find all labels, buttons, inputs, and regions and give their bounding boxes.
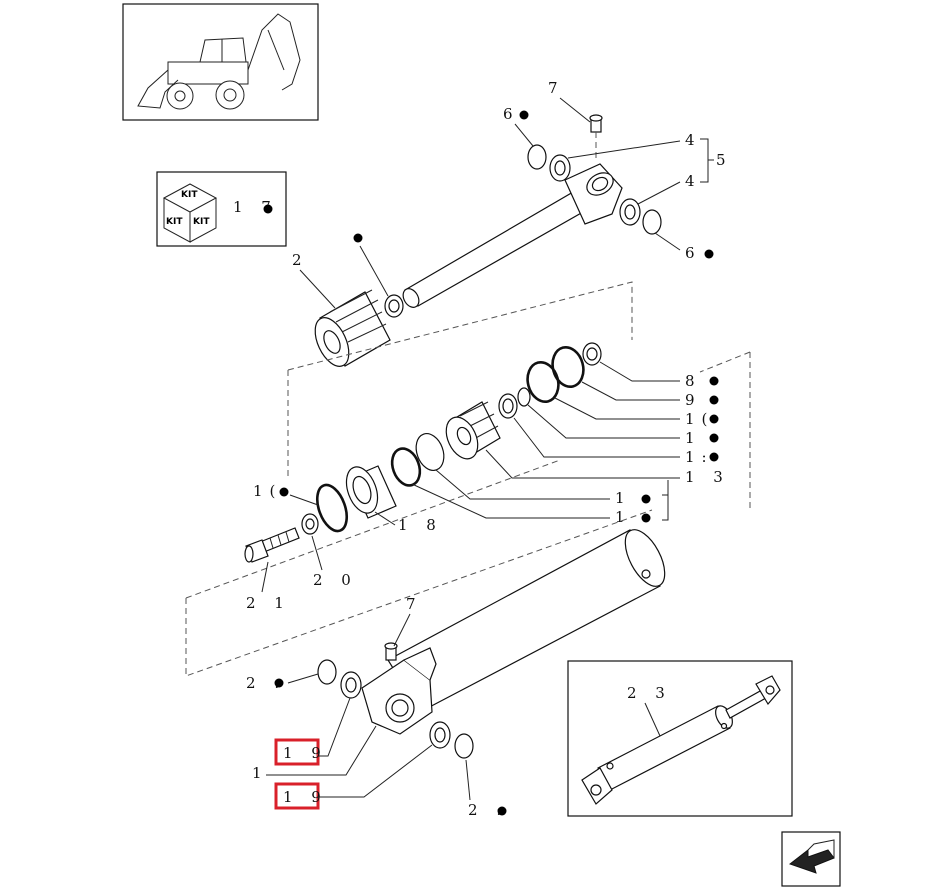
washer-20[interactable] — [301, 513, 319, 535]
highlight-box-19-lower — [274, 782, 320, 810]
bullet-dot-icon — [641, 513, 651, 523]
highlight-box-19-upper — [274, 738, 320, 766]
seal-8[interactable] — [582, 342, 602, 366]
o-ring-9[interactable] — [548, 344, 587, 390]
bullet-dot-icon — [519, 110, 529, 120]
label-9: 9 — [685, 391, 702, 409]
label-19-upper: 1 9 — [283, 744, 328, 762]
label-8: 8 — [685, 372, 702, 390]
label-1: 1 — [252, 764, 269, 782]
label-4-upper: 4 — [685, 131, 702, 149]
o-ring-15[interactable] — [387, 445, 424, 490]
piston-rod-part[interactable] — [400, 163, 623, 310]
label-15: 1 — [615, 508, 632, 526]
label-2: 2 — [292, 251, 309, 269]
bushing-4-right[interactable] — [619, 198, 641, 226]
ring-11[interactable] — [517, 387, 531, 407]
kit-legend: KIT KIT KIT 1 7 — [156, 171, 287, 247]
bullet-dot-icon — [709, 433, 719, 443]
label-12: 1: — [685, 448, 714, 466]
seal-22-right[interactable] — [454, 733, 474, 759]
label-11: 1 — [685, 429, 702, 447]
seal-18[interactable] — [341, 463, 397, 519]
label-6-bottom: 6 — [685, 244, 702, 262]
label-22-top: 2 : — [246, 674, 286, 692]
bullet-dot-icon — [353, 233, 363, 243]
label-23: 2 3 — [627, 684, 672, 702]
label-13: 1 3 — [685, 468, 730, 486]
label-10: 1( — [685, 410, 714, 428]
bullet-dot-icon — [709, 376, 719, 386]
label-7-bottom: 7 — [406, 595, 423, 613]
bullet-dot-icon — [497, 806, 507, 816]
label-6-top: 6 — [503, 105, 520, 123]
seal-6-left[interactable] — [527, 144, 547, 170]
bushing-4-left[interactable] — [549, 154, 571, 182]
seal-6-right[interactable] — [642, 209, 662, 235]
spacer-12[interactable] — [498, 393, 518, 419]
bullet-dot-icon — [274, 678, 284, 688]
seal-22-left[interactable] — [317, 659, 337, 685]
bullet-dot-icon — [263, 204, 273, 214]
bolt-21[interactable] — [244, 527, 300, 563]
bushing-19-right[interactable] — [429, 721, 451, 749]
label-14: 1 — [615, 489, 632, 507]
label-20: 2 0 — [313, 571, 358, 589]
label-7-top: 7 — [548, 79, 565, 97]
label-4-lower: 4 — [685, 172, 702, 190]
kit-left-text: KIT — [166, 217, 183, 227]
bullet-dot-icon — [279, 487, 289, 497]
complete-cylinder-inset[interactable] — [567, 660, 793, 817]
bullet-dot-icon — [709, 395, 719, 405]
label-17: 1 7 — [233, 198, 278, 216]
bullet-dot-icon — [704, 249, 714, 259]
o-ring-16[interactable] — [312, 481, 353, 535]
cylinder-barrel-part-1[interactable] — [361, 524, 673, 735]
label-21: 2 1 — [246, 594, 291, 612]
bullet-dot-icon — [709, 452, 719, 462]
kit-box-icon: KIT KIT KIT — [162, 183, 218, 243]
backhoe-loader-icon — [137, 13, 301, 110]
o-ring-10[interactable] — [523, 359, 562, 405]
label-22-bottom: 2 : — [468, 801, 508, 819]
kit-top-text: KIT — [181, 190, 198, 200]
bullet-dot-icon — [641, 494, 651, 504]
label-19-lower: 1 9 — [283, 788, 328, 806]
grease-nipple-top[interactable] — [589, 114, 603, 160]
bullet-dot-icon — [709, 414, 719, 424]
label-16: 1( — [253, 482, 282, 500]
machine-thumbnail-frame[interactable] — [122, 3, 319, 121]
piston-13[interactable] — [440, 401, 501, 464]
wiper-ring[interactable] — [384, 294, 404, 318]
bushing-19-left[interactable] — [340, 671, 362, 699]
arrow-left-icon[interactable] — [781, 831, 841, 887]
gland-part-2[interactable] — [308, 289, 391, 371]
label-5: 5 — [716, 151, 733, 169]
o-ring-14[interactable] — [411, 430, 448, 475]
label-18: 1 8 — [398, 516, 443, 534]
grease-nipple-bottom[interactable] — [384, 642, 398, 661]
kit-right-text: KIT — [193, 217, 210, 227]
